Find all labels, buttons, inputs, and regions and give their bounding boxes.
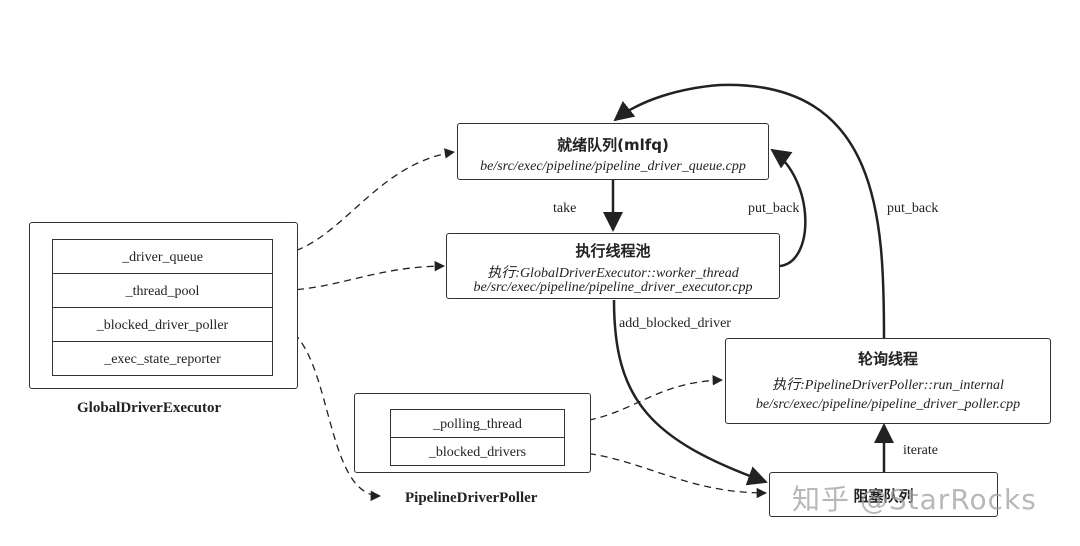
- field-exec-state-reporter: _exec_state_reporter: [52, 341, 273, 376]
- exec-pool-node: 执行线程池 执行:GlobalDriverExecutor::worker_th…: [446, 233, 780, 299]
- global-executor-caption: GlobalDriverExecutor: [77, 400, 222, 416]
- label-take: take: [551, 201, 579, 217]
- poll-thread-path: be/src/exec/pipeline/pipeline_driver_pol…: [755, 397, 1021, 412]
- field-polling-thread: _polling_thread: [390, 409, 565, 438]
- label-put-back-pool: put_back: [746, 201, 802, 217]
- blocked-queue-node: 阻塞队列: [769, 472, 998, 517]
- ready-queue-path: be/src/exec/pipeline/pipeline_driver_que…: [480, 159, 746, 174]
- field-driver-queue: _driver_queue: [52, 239, 273, 274]
- poll-thread-exec-line: 执行:PipelineDriverPoller::run_internal: [772, 378, 1004, 393]
- exec-pool-exec-line: 执行:GlobalDriverExecutor::worker_thread: [487, 266, 739, 281]
- poll-thread-node: 轮询线程 执行:PipelineDriverPoller::run_intern…: [725, 338, 1051, 424]
- poll-thread-title: 轮询线程: [857, 350, 918, 368]
- exec-pool-path: be/src/exec/pipeline/pipeline_driver_exe…: [473, 280, 753, 295]
- field-thread-pool: _thread_pool: [52, 273, 273, 308]
- exec-pool-title: 执行线程池: [575, 242, 651, 260]
- ready-queue-title: 就绪队列(mlfq): [557, 136, 669, 154]
- label-add-blocked-driver: add_blocked_driver: [617, 316, 733, 332]
- label-put-back-poll: put_back: [885, 201, 941, 217]
- field-blocked-driver-poller: _blocked_driver_poller: [52, 307, 273, 342]
- driver-poller-caption: PipelineDriverPoller: [405, 490, 538, 506]
- edge-driver-queue-ref: [272, 148, 456, 257]
- edge-thread-pool-ref: [272, 260, 446, 292]
- watermark: 知乎 @StarRocks: [792, 483, 1037, 516]
- ready-queue-node: 就绪队列(mlfq) be/src/exec/pipeline/pipeline…: [457, 123, 769, 180]
- blocked-queue-title: 阻塞队列: [853, 487, 914, 505]
- edge-blocked-drivers-ref: [564, 450, 768, 499]
- field-blocked-drivers: _blocked_drivers: [390, 437, 565, 466]
- label-iterate: iterate: [901, 443, 940, 459]
